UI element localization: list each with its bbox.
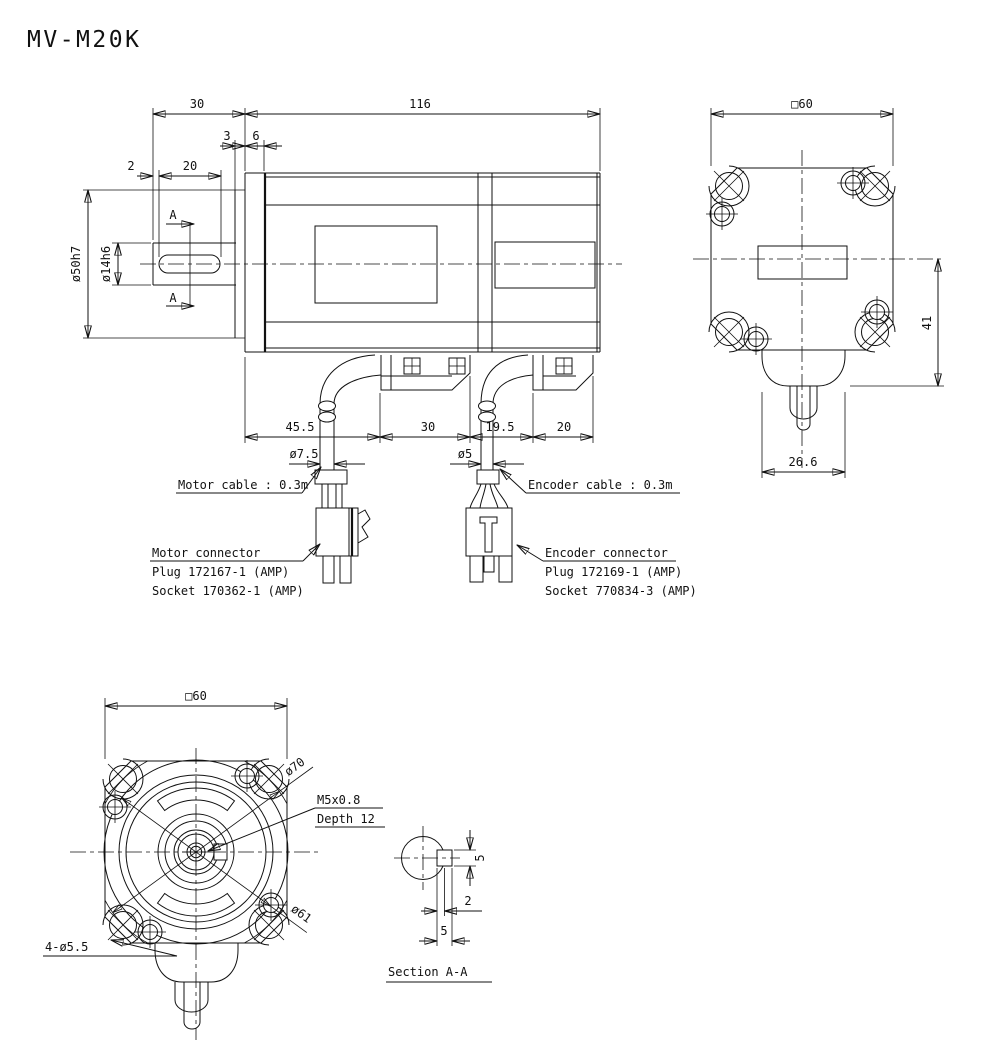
section-dimensions: 5 2 5	[419, 830, 487, 946]
dim-boss-height: 3	[223, 129, 230, 143]
mount-hole	[715, 172, 743, 200]
encoder-connector-plug: Plug 172169-1 (AMP)	[545, 565, 682, 579]
dim-exit-width: 26.6	[789, 455, 818, 469]
rear-thru-bolts	[706, 167, 893, 355]
section-cut-line: A A	[166, 208, 194, 306]
dim-cable-height: 41	[920, 316, 934, 330]
front-cable-exit	[154, 943, 239, 1030]
tap-depth-label: Depth 12	[317, 812, 375, 826]
section-marker-top: A	[169, 208, 177, 222]
dim-cable-pos-3: 19.5	[486, 420, 515, 434]
dim-key-width-side: 5	[473, 854, 487, 861]
motor-cable-exit	[318, 354, 471, 470]
side-dimensions-bottom: 45.5 30 19.5 20 ø7.5 ø5	[245, 357, 593, 464]
encoder-label-plate	[494, 241, 596, 289]
motor-connector-title: Motor connector	[152, 546, 260, 560]
motor-connector	[314, 469, 371, 584]
rear-view: □60 41 26.6	[693, 97, 944, 478]
motor-body	[140, 172, 622, 353]
dim-key-length: 20	[183, 159, 197, 173]
motor-connector-socket: Socket 170362-1 (AMP)	[152, 584, 304, 598]
dim-shaft-length: 30	[190, 97, 204, 111]
rear-dimensions: □60 41 26.6	[711, 97, 944, 478]
dim-rear-square: □60	[791, 97, 813, 111]
dim-flange-thickness: 6	[252, 129, 259, 143]
motor-connector-plug: Plug 172167-1 (AMP)	[152, 565, 289, 579]
encoder-connector	[465, 469, 513, 583]
drawing-title: MV-M20K	[27, 27, 141, 53]
shaft	[152, 242, 236, 286]
tap-size-label: M5x0.8	[317, 793, 360, 807]
dim-mount-holes: 4-ø5.5	[45, 940, 88, 954]
encoder-cable-exit	[478, 354, 594, 470]
encoder-connector-title: Encoder connector	[545, 546, 668, 560]
connector-latch	[357, 509, 371, 544]
dim-key-depth: 2	[464, 894, 471, 908]
mount-hole	[715, 318, 743, 346]
section-aa-view: 5 2 5 Section A-A	[386, 826, 492, 983]
front-view: □60 ø70 ø61 M5x0.8 Depth 12 4-ø5.5	[43, 689, 385, 1040]
motor-cable-label: Motor cable : 0.3m	[178, 478, 308, 492]
encoder-connector-socket: Socket 770834-3 (AMP)	[545, 584, 697, 598]
dim-bolt-circle: ø70	[282, 755, 308, 779]
nameplate	[314, 225, 438, 304]
dim-front-square: □60	[185, 689, 207, 703]
dim-motor-cable-dia: ø7.5	[290, 447, 319, 461]
dim-cable-pos-4: 20	[557, 420, 571, 434]
side-callouts: Motor cable : 0.3m Motor connector Plug …	[150, 467, 697, 598]
encoder-cable-label: Encoder cable : 0.3m	[528, 478, 673, 492]
side-view: A A 30 116 3 6 2 20	[69, 97, 697, 598]
dim-body-length: 116	[409, 97, 431, 111]
front-dimensions: □60 ø70 ø61 M5x0.8 Depth 12 4-ø5.5	[43, 689, 385, 957]
dim-key-offset: 2	[127, 159, 134, 173]
section-label: Section A-A	[388, 965, 468, 979]
dim-cable-pos-1: 45.5	[286, 420, 315, 434]
dim-pilot-dia: ø50h7	[69, 246, 83, 282]
dim-encoder-cable-dia: ø5	[458, 447, 472, 461]
dim-cable-pos-2: 30	[421, 420, 435, 434]
terminal-plate	[757, 245, 848, 280]
rear-cable-exit	[761, 350, 846, 431]
mount-hole	[861, 172, 889, 200]
side-dimensions-top: 30 116 3 6 2 20 ø50h7 ø14h6	[69, 97, 600, 338]
dim-shaft-dia: ø14h6	[99, 246, 113, 282]
dim-key-width-bottom: 5	[440, 924, 447, 938]
section-marker-bottom: A	[169, 291, 177, 305]
